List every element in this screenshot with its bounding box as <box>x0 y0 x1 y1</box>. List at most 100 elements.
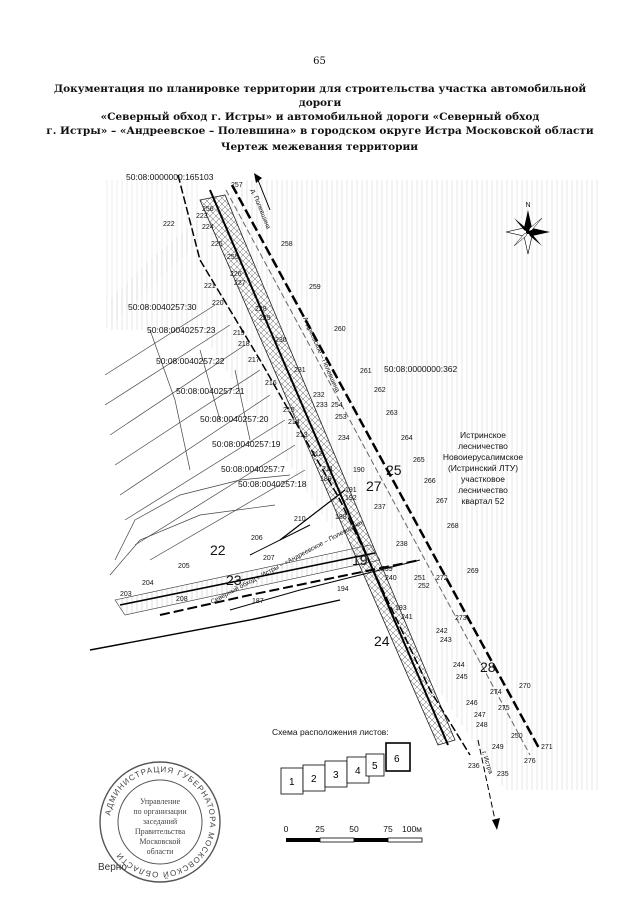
cad-30: 50:08:0040257:30 <box>128 302 197 312</box>
point-label: 276 <box>524 758 536 765</box>
point-label: 203 <box>120 591 132 598</box>
stamp-line: области <box>147 847 174 856</box>
point-label: 205 <box>178 563 190 570</box>
link-207 <box>249 524 311 556</box>
compass-rose-icon: N <box>505 202 550 255</box>
document-title: Документация по планировке территории дл… <box>40 82 600 138</box>
sheet-5 <box>365 753 385 777</box>
cad-21: 50:08:0040257:21 <box>176 386 245 396</box>
point-label: 258 <box>281 241 293 248</box>
arrow-to-polevshina <box>257 179 271 211</box>
plot-19: 19 <box>352 552 368 568</box>
forest-line: Истринское <box>460 430 506 440</box>
point-label: 270 <box>519 683 531 690</box>
point-label: 215 <box>283 407 295 414</box>
sheet-label: 4 <box>355 766 361 777</box>
point-label: 269 <box>467 568 479 575</box>
plot-24: 24 <box>374 633 390 649</box>
point-label: 275 <box>498 705 510 712</box>
stamp-line: по организации <box>133 807 187 816</box>
arrow-head-north <box>254 173 262 183</box>
point-label: 194 <box>337 586 349 593</box>
point-label: 268 <box>447 523 459 530</box>
south-lines <box>89 599 341 651</box>
cad-20: 50:08:0040257:20 <box>200 414 269 424</box>
forest-line: лесничество <box>458 441 508 451</box>
point-label: 239 <box>381 566 393 573</box>
point-label: 210 <box>294 516 306 523</box>
title-line-1: Документация по планировке территории дл… <box>53 83 587 109</box>
forest-line: (Истринский ЛТУ) <box>448 463 518 473</box>
plot-27: 27 <box>366 478 382 494</box>
scale-tick: 50 <box>349 824 359 834</box>
plot-28: 28 <box>480 659 496 675</box>
point-label: 212 <box>311 451 323 458</box>
page-number: 65 <box>313 56 326 67</box>
point-label: 233 <box>316 402 328 409</box>
point-label: 274 <box>490 689 502 696</box>
point-label: 262 <box>374 387 386 394</box>
link-188 <box>279 489 346 541</box>
point-label: 218 <box>238 341 250 348</box>
point-label: 266 <box>424 478 436 485</box>
point-label: 237 <box>374 504 386 511</box>
scale-tick: 0 <box>284 824 289 834</box>
point-label: 263 <box>386 410 398 417</box>
point-label: 206 <box>251 535 263 542</box>
point-label: 261 <box>360 368 372 375</box>
west-shading <box>105 180 200 330</box>
sheet-label: 5 <box>372 761 378 772</box>
point-label: 219 <box>233 330 245 337</box>
point-label: 188 <box>335 514 347 521</box>
cad-top: 50:08:0000000:165103 <box>126 172 214 182</box>
forest-label: Истринское лесничество Новоиерусалимское… <box>443 430 524 506</box>
parcel-lines <box>104 304 306 576</box>
point-label: 193 <box>395 605 407 612</box>
boundary-east <box>230 184 542 751</box>
point-label: 254 <box>331 402 343 409</box>
plot-22: 22 <box>210 542 226 558</box>
point-label: 265 <box>413 457 425 464</box>
point-label: 245 <box>456 674 468 681</box>
point-label: 230 <box>275 337 287 344</box>
point-label: 228 <box>255 306 267 313</box>
bypass-line <box>119 552 376 606</box>
point-label: 231 <box>294 367 306 374</box>
scale-tick: 75 <box>383 824 393 834</box>
cad-362: 50:08:0000000:362 <box>384 364 458 374</box>
point-label: 232 <box>313 392 325 399</box>
point-label: 253 <box>335 414 347 421</box>
point-label: 242 <box>436 628 448 635</box>
sheet-label: 6 <box>394 754 400 765</box>
forest-line: Новоиерусалимское <box>443 452 524 462</box>
point-label: 257 <box>231 182 243 189</box>
point-label: 220 <box>212 300 224 307</box>
sheet-scheme-title: Схема расположения листов: <box>272 727 389 737</box>
sheet-scheme: 1 2 3 4 5 6 <box>280 742 411 795</box>
point-label: 248 <box>476 722 488 729</box>
south-road <box>229 559 421 611</box>
arrow-head-south <box>492 818 500 830</box>
point-label: 244 <box>453 662 465 669</box>
point-label: 251 <box>414 575 426 582</box>
point-label: 252 <box>418 583 430 590</box>
title-line-2: «Северный обход г. Истры» и автомобильно… <box>100 111 540 123</box>
point-label: 247 <box>474 712 486 719</box>
point-label: 217 <box>248 357 260 364</box>
stamp-line: заседаний <box>143 817 178 826</box>
point-label: 240 <box>385 575 397 582</box>
scale-bar: 0 25 50 75 100м <box>284 824 423 843</box>
point-label: 204 <box>142 580 154 587</box>
point-label: 241 <box>401 614 413 621</box>
forest-line: участковое <box>461 474 505 484</box>
point-label: 221 <box>204 283 216 290</box>
arrow-to-istra <box>477 739 496 821</box>
point-label: 222 <box>163 221 175 228</box>
plot-25: 25 <box>386 462 402 478</box>
boundary-west <box>177 174 471 756</box>
stamp-line: Правительства <box>135 827 186 836</box>
point-label: 236 <box>468 763 480 770</box>
cad-19: 50:08:0040257:19 <box>212 439 281 449</box>
point-label: 238 <box>396 541 408 548</box>
